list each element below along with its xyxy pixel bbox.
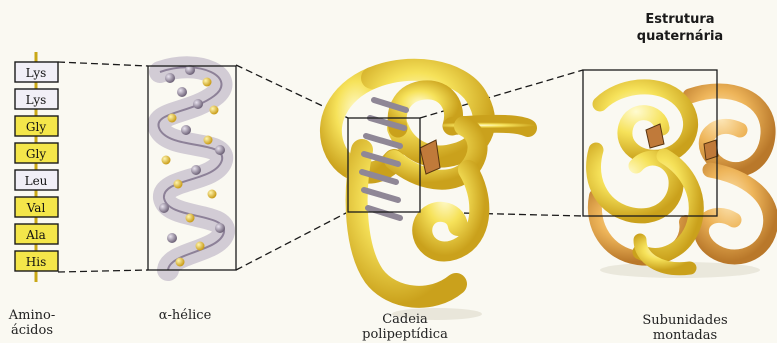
caption-line: Subunidades — [630, 313, 740, 328]
amino-acid-label: Lys — [26, 66, 47, 80]
zoom-connectors — [58, 62, 583, 272]
amino-acid-label: Gly — [26, 147, 46, 161]
amino-acid-chain: Lys Lys Gly Gly Leu Val Ala His — [15, 52, 58, 282]
connector-line — [236, 212, 348, 270]
connector-line — [58, 62, 148, 66]
caption-line: ácidos — [0, 323, 64, 338]
caption-line: α-hélice — [145, 308, 225, 323]
quaternary-illustration — [583, 70, 771, 278]
amino-acid-label: Lys — [26, 93, 47, 107]
caption-amino-acids: Amino- ácidos — [0, 308, 64, 338]
caption-polypeptide: Cadeia polipeptídica — [350, 312, 460, 342]
alpha-helix-illustration — [148, 65, 236, 270]
caption-line: polipeptídica — [350, 327, 460, 342]
heme-group — [704, 140, 718, 160]
amino-acid-label: Leu — [25, 174, 48, 188]
connector-line — [58, 270, 148, 272]
amino-acid-label: His — [26, 255, 46, 269]
caption-line: Amino- — [0, 308, 64, 323]
caption-line: montadas — [630, 328, 740, 343]
polypeptide-illustration — [331, 70, 528, 320]
title-line: Estrutura — [620, 11, 740, 28]
amino-acid-label: Ala — [25, 228, 46, 242]
caption-alpha-helix: α-hélice — [145, 308, 225, 323]
amino-acid-label: Gly — [26, 120, 46, 134]
caption-line: Cadeia — [350, 312, 460, 327]
caption-subunits: Subunidades montadas — [630, 313, 740, 343]
quaternary-structure-title: Estrutura quaternária — [620, 11, 740, 45]
title-line: quaternária — [620, 28, 740, 45]
amino-acid-label: Val — [26, 201, 46, 215]
